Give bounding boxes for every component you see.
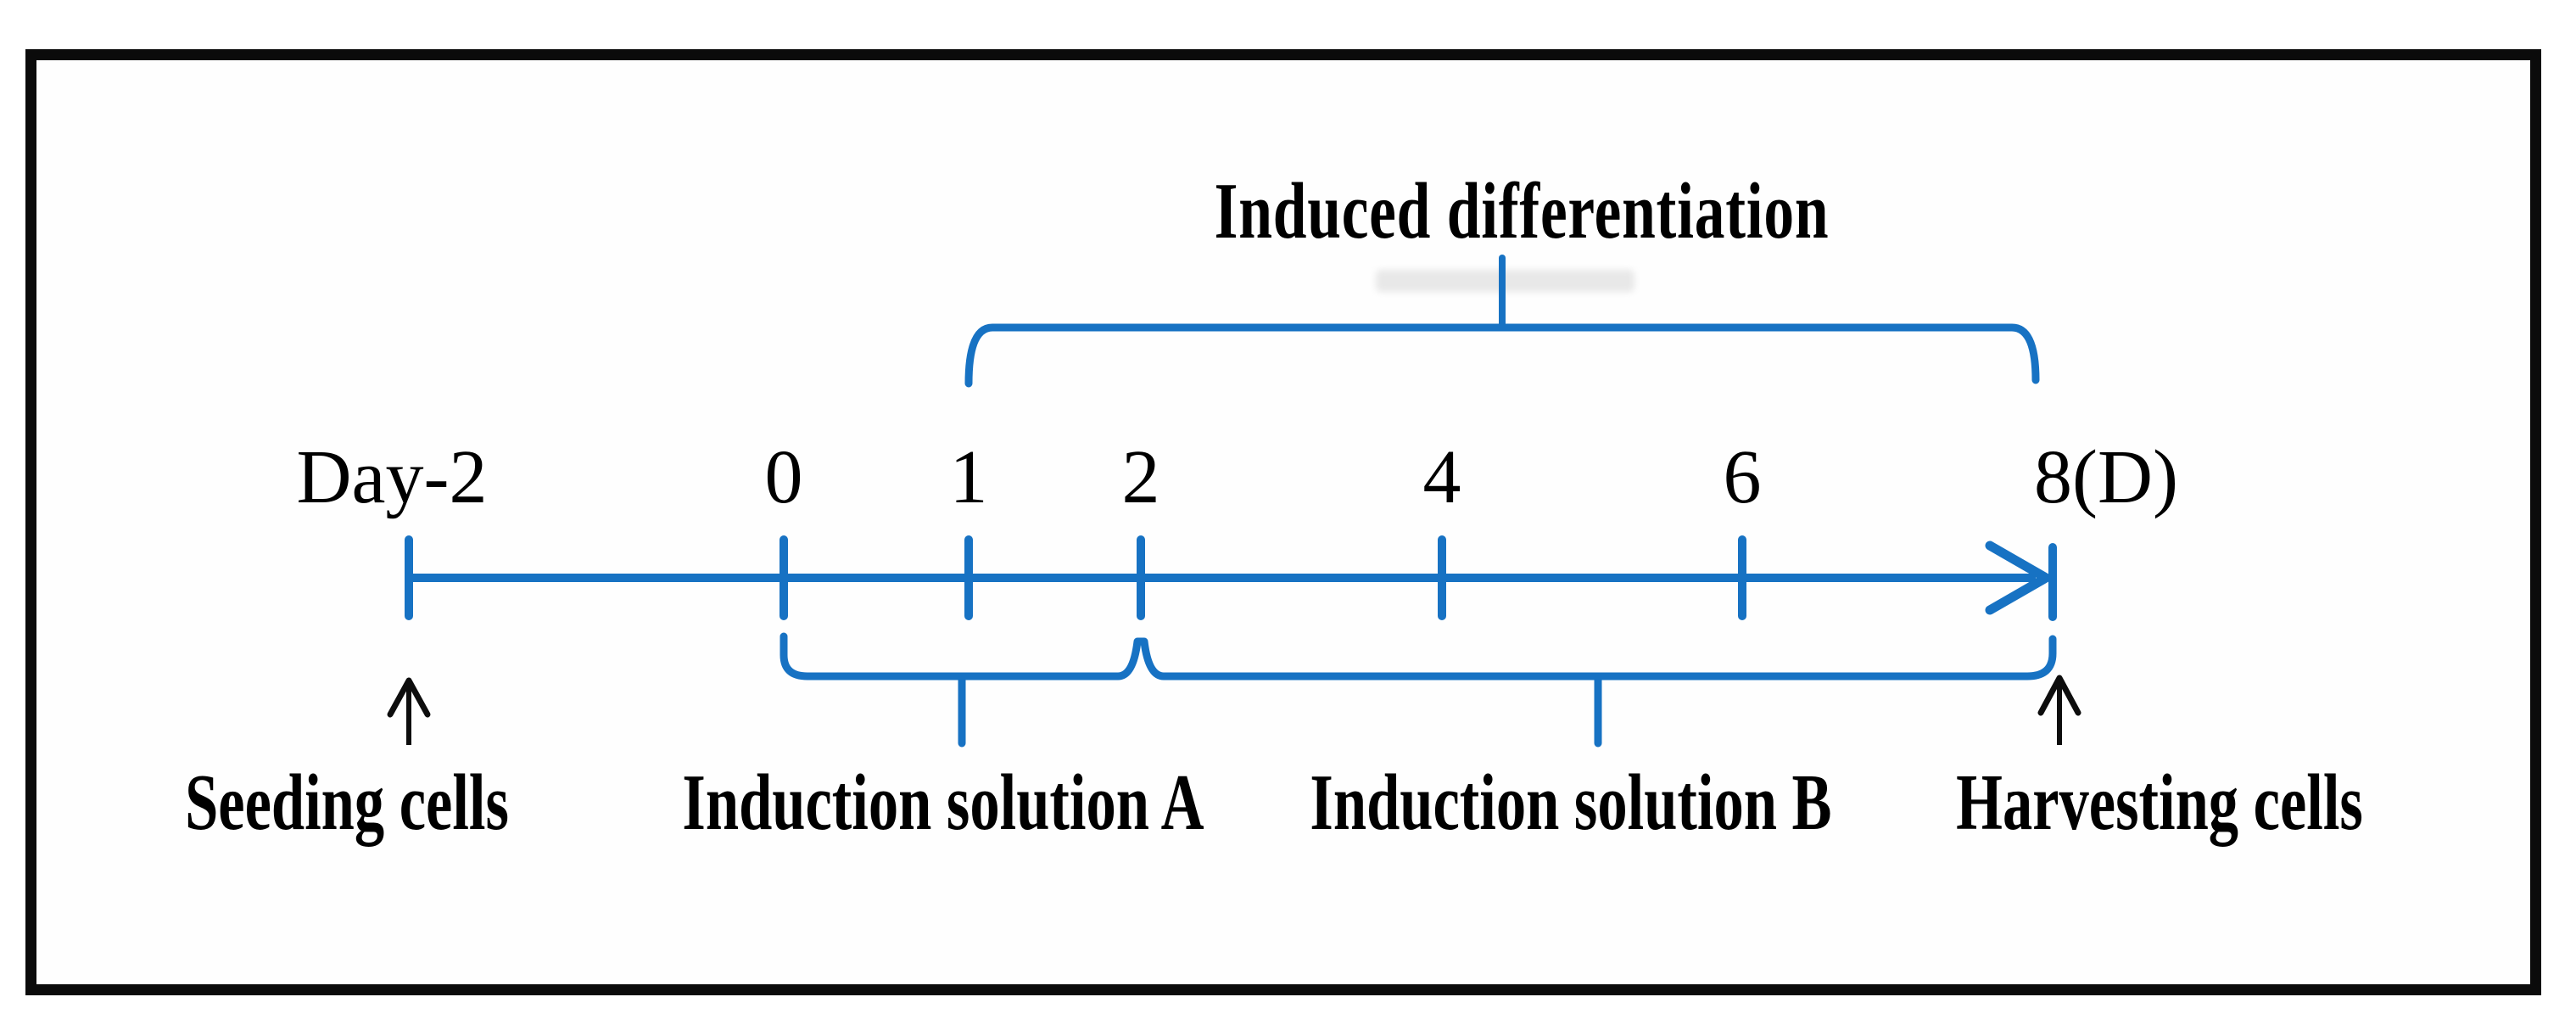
day-label-0: 0 bbox=[764, 435, 803, 519]
day-label-2: 2 bbox=[1121, 435, 1160, 519]
harvesting-up-arrow-icon bbox=[2037, 675, 2081, 745]
figure-title: Induced differentiation bbox=[1214, 167, 1830, 255]
induced-differentiation-bracket bbox=[964, 323, 2040, 388]
day-label-6: 6 bbox=[1723, 435, 1762, 519]
solution-braces bbox=[780, 632, 2057, 681]
day-label-1: 1 bbox=[949, 435, 988, 519]
figure-border bbox=[25, 49, 2541, 995]
seeding-cells-label: Seeding cells bbox=[185, 759, 509, 847]
timeline-ticks bbox=[405, 535, 1746, 620]
timeline-arrowhead-icon bbox=[1985, 541, 2051, 615]
seeding-up-arrow-icon bbox=[387, 677, 431, 745]
harvesting-cells-label: Harvesting cells bbox=[1956, 759, 2363, 847]
induction-solution-b-label: Induction solution B bbox=[1310, 759, 1832, 847]
day-label-8d: 8(D) bbox=[2034, 435, 2178, 519]
induction-solution-a-label: Induction solution A bbox=[682, 759, 1204, 847]
day-label-minus2: Day-2 bbox=[296, 435, 488, 519]
day-label-4: 4 bbox=[1422, 435, 1461, 519]
